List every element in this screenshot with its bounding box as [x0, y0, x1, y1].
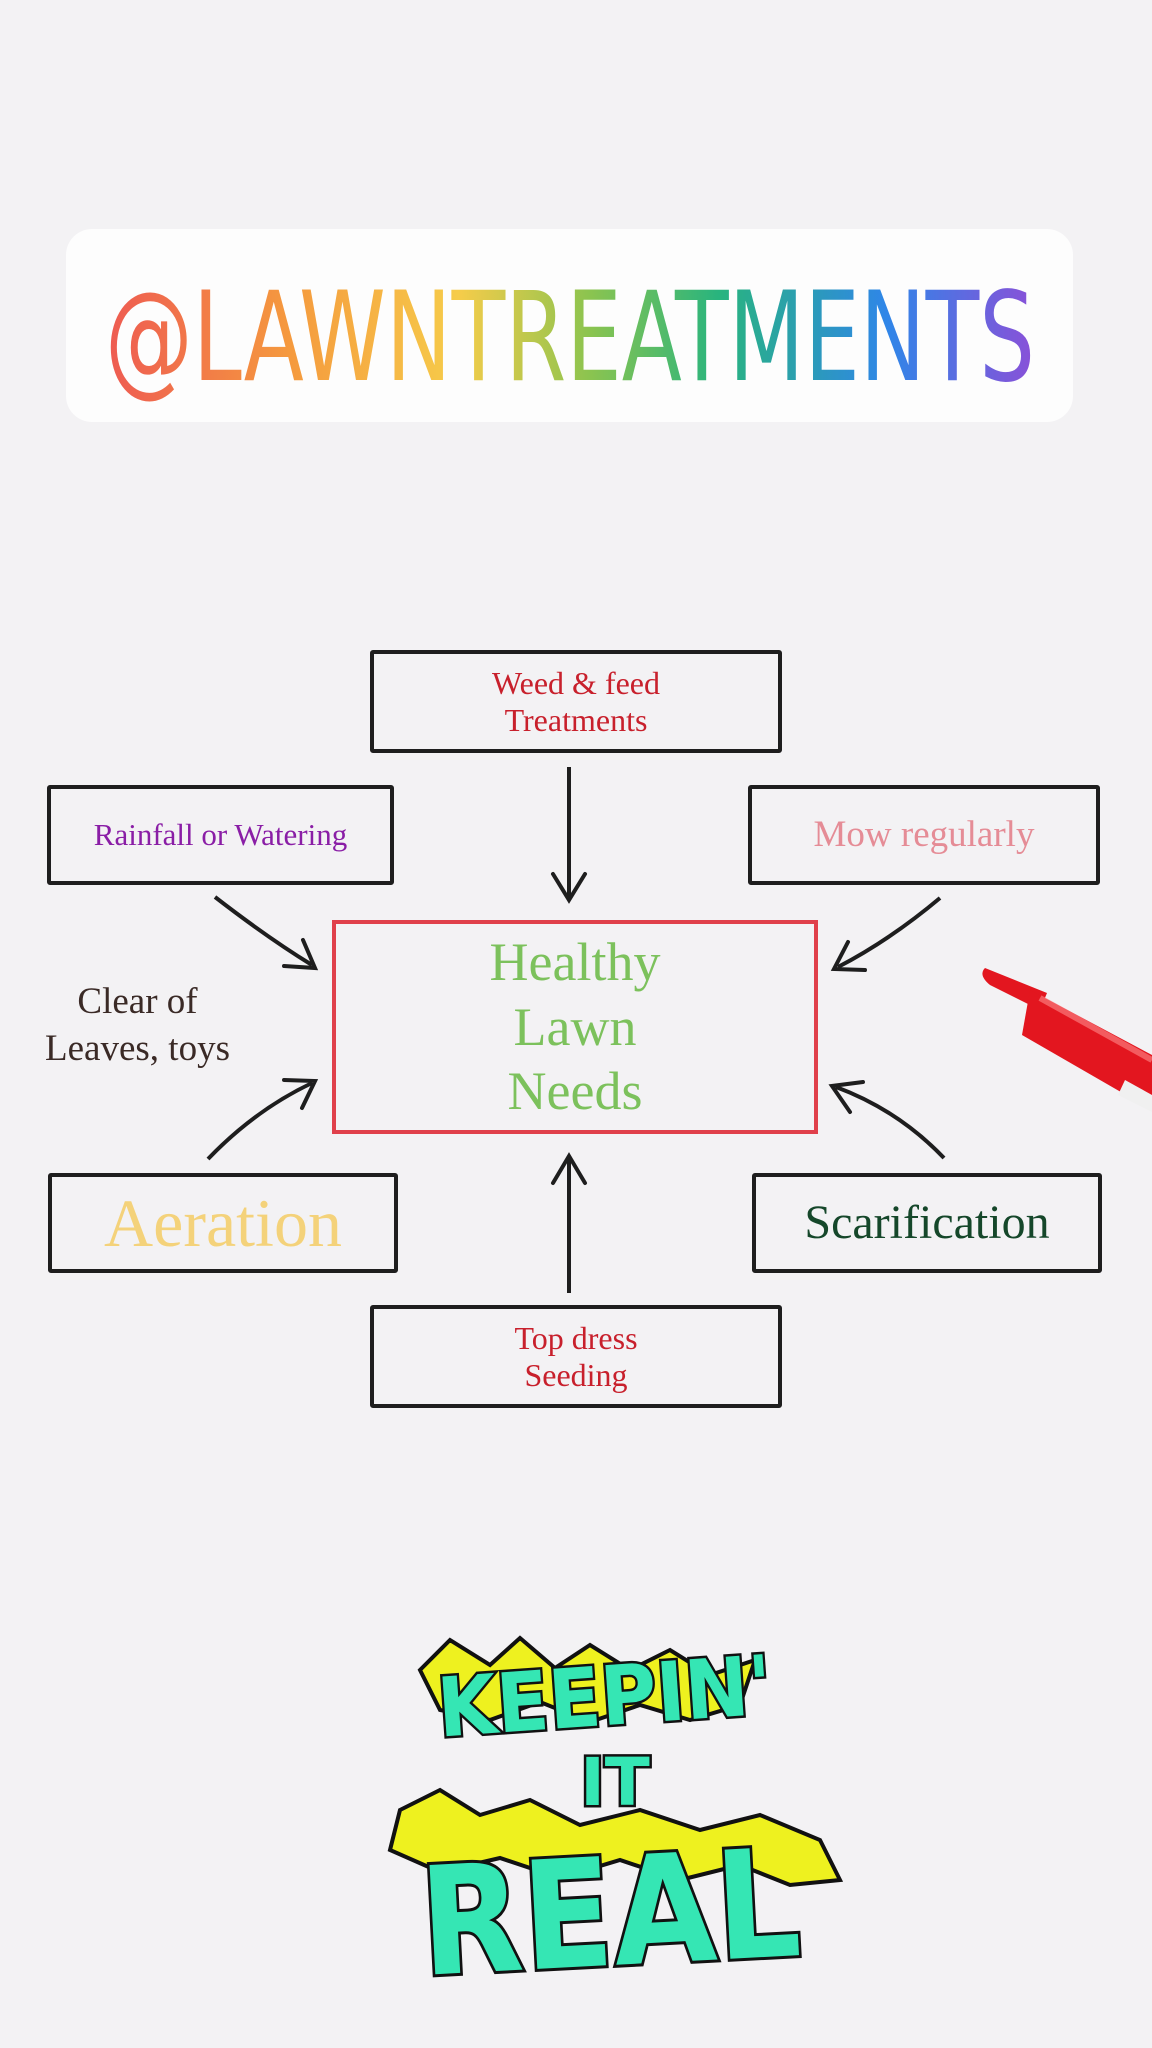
- diagram-arrows: [206, 767, 1152, 1293]
- top-dress-line-1: Top dress: [514, 1319, 638, 1356]
- handle-graphic: @LAWNTREATMENTS: [105, 266, 1035, 410]
- sticker-word-real: REAL: [416, 1817, 805, 1990]
- mow-box: Mow regularly: [748, 785, 1100, 885]
- scarification-label: Scarification: [804, 1196, 1050, 1250]
- handle-text: @LAWNTREATMENTS: [105, 266, 1035, 410]
- arrow-top-right: [830, 896, 942, 972]
- rainfall-label: Rainfall or Watering: [93, 817, 348, 853]
- center-line-2: Lawn: [513, 996, 637, 1057]
- center-line-1: Healthy: [489, 931, 661, 992]
- weed-feed-line-2: Treatments: [504, 701, 648, 738]
- weed-feed-box: Weed & feed Treatments: [370, 650, 782, 753]
- arrow-top-left: [213, 895, 319, 971]
- top-dress-line-2: Seeding: [524, 1356, 628, 1393]
- handle-sticker: [66, 229, 1073, 422]
- clear-line-1: Clear of: [77, 981, 198, 1022]
- healthy-lawn-needs-box: Healthy Lawn Needs: [332, 920, 818, 1134]
- arrow-bottom: [551, 1152, 587, 1293]
- rainfall-box: Rainfall or Watering: [47, 785, 394, 885]
- aeration-label: Aeration: [104, 1184, 342, 1261]
- mow-label: Mow regularly: [813, 813, 1035, 855]
- arrow-bottom-left: [206, 1078, 319, 1161]
- red-marker-icon: [982, 968, 1152, 1112]
- scarification-box: Scarification: [752, 1173, 1102, 1273]
- center-line-3: Needs: [507, 1061, 643, 1122]
- sticker-word-it: IT: [580, 1744, 650, 1821]
- arrow-bottom-right: [828, 1080, 946, 1160]
- clear-of-leaves-text: Clear of Leaves, toys: [20, 978, 255, 1073]
- top-dress-box: Top dress Seeding: [370, 1305, 782, 1408]
- keepin-it-real-sticker: KEEPIN' IT REAL: [387, 1635, 844, 1990]
- clear-line-2: Leaves, toys: [45, 1028, 230, 1070]
- weed-feed-line-1: Weed & feed: [492, 664, 660, 701]
- sticker-word-keepin: KEEPIN': [434, 1638, 775, 1756]
- arrow-top: [551, 767, 587, 904]
- aeration-box: Aeration: [48, 1173, 398, 1273]
